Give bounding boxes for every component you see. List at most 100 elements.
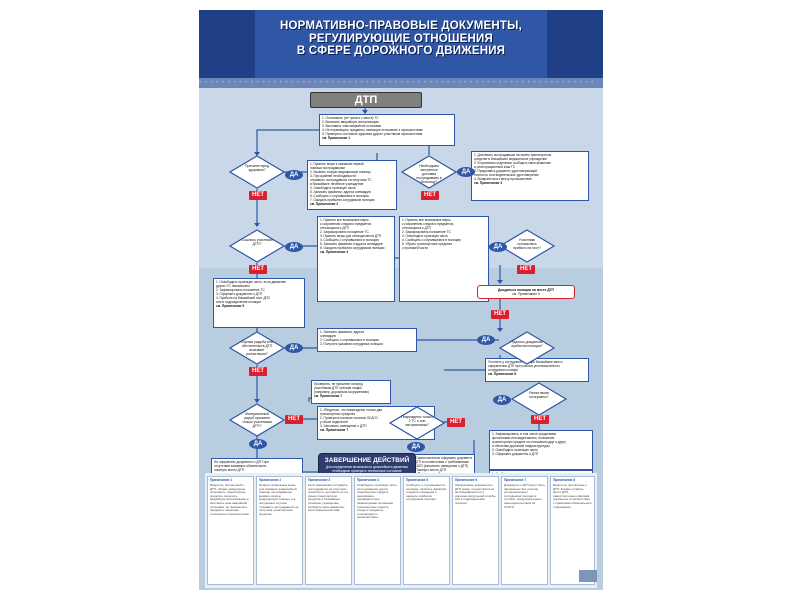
- yes-badge: ДА: [407, 442, 425, 452]
- box-line: относящихся к ДТП: [320, 226, 349, 230]
- box-line: 5. Убрать транспортные средства: [402, 242, 452, 246]
- box-line: (например, дорожным сооружениям): [314, 390, 369, 394]
- box-line: 6. Сообщить о случившемся в полицию: [310, 194, 369, 198]
- box-line: 3. Оформить документы о ДТП: [492, 452, 539, 456]
- note-heading: Примечание 8: [553, 478, 576, 482]
- box-line: и регистрационный знак ТС: [474, 165, 516, 169]
- red-box-await-police: Дождаться полиции на месте ДТП см. Приме…: [477, 285, 575, 299]
- box-line: 3. Принять меры для объезда места ДТП: [320, 234, 382, 238]
- box-line: 5. Проверить состояние здоровья других у…: [322, 132, 423, 136]
- note-text: Водители, причастные к ДТП, вправе остав…: [553, 483, 592, 509]
- stripe-pattern: • • • • • • • • • • • • • • • • • • • • …: [199, 80, 595, 86]
- box-line: 1. Остановить (не трогать с места) ТС: [322, 116, 379, 120]
- box-line: 2. Проверить наличие полисов ОСАГО: [320, 416, 378, 420]
- poster-title: НОРМАТИВНО-ПРАВОВЫЕ ДОКУМЕНТЫ, РЕГУЛИРУЮ…: [279, 20, 522, 57]
- no-badge: НЕТ: [421, 191, 439, 200]
- box-note-ref: см. Примечание 3: [474, 181, 503, 185]
- box-line: 6. Ожидать прибытия сотрудников полиции: [320, 246, 385, 250]
- note-text: Принять возможные меры для оказания довр…: [259, 483, 299, 516]
- yes-badge: ДА: [489, 242, 507, 252]
- no-badge: НЕТ: [531, 415, 549, 424]
- decision-text: Повреждены только 2 ТС и они застрахован…: [401, 415, 433, 427]
- box-line: ОСАГО (заполнить извещение о ДТП): [412, 464, 469, 468]
- note-text: Документы о ДТП могут быть оформлены без…: [504, 483, 545, 509]
- box-line: 4. Освободить проезжую часть: [310, 186, 356, 190]
- no-badge: НЕТ: [249, 367, 267, 376]
- end-box-title: ЗАВЕРШЕНИЕ ДЕЙСТВИЙ: [324, 457, 410, 464]
- no-badge: НЕТ: [285, 415, 303, 424]
- box-line: 3. Освободить проезжую часть: [402, 234, 448, 238]
- box-line: и объектам дорожной инфраструктуры: [492, 444, 550, 448]
- box-line: 3. Получить указания сотрудника полиции: [320, 342, 383, 346]
- decision-police-arrived: Удалось дождаться прибытия полиции?: [499, 331, 555, 365]
- flow-box-first-aid: 1. Принять меры к оказанию первой помощи…: [307, 160, 397, 210]
- box-line: 1. Самостоятельно оформить документы: [412, 456, 472, 460]
- box-line: 1. Доставить пострадавших на своем транс…: [474, 153, 552, 157]
- note-heading: Примечание 4: [357, 478, 380, 482]
- flow-box-record-witnesses: 1. Записать фамилии, адреса очевидцев 2.…: [317, 328, 417, 352]
- decision-damage-dispute: Оценка ущерба или обстоятельств ДТП вызы…: [229, 331, 285, 365]
- decorative-stripe: [199, 78, 603, 88]
- box-line: 1. Записать фамилии, адреса: [320, 330, 365, 334]
- no-badge: НЕТ: [249, 191, 267, 200]
- box-line: 4. Прибыть на ближайший пост ДПС: [216, 296, 271, 300]
- box-line: 1. Зафиксировать, в том числе средствами: [492, 432, 557, 436]
- red-box-ref: см. Примечание 5: [512, 292, 540, 296]
- note-heading: Примечание 1: [210, 478, 233, 482]
- box-line: 3. Оформить документы о ДТП: [216, 292, 263, 296]
- box-line: 5. Записать фамилии и адреса очевидцев: [320, 242, 383, 246]
- flow-box-clear-road: 1. Принять все возможные меры к сохранен…: [399, 216, 489, 302]
- box-line: покинуть место ДТП: [214, 468, 245, 472]
- box-line: 3. При крайней необходимости: [310, 174, 356, 178]
- note-heading: Примечание 2: [259, 478, 282, 482]
- flow-box-free-roadway: 1. Освободить проезжую часть, если движе…: [213, 278, 305, 328]
- publisher-logo: [579, 570, 597, 582]
- box-line: или в подразделение полиции: [216, 300, 261, 304]
- decision-text: Причинен вред здоровью?: [245, 164, 269, 172]
- box-note-ref: см. Примечание 2: [310, 202, 339, 206]
- box-line: 1. Освободить проезжую часть, если движе…: [216, 280, 287, 284]
- box-line: 2. Покинуть место ДТП: [412, 468, 447, 472]
- note-column: Примечание 4 Освободить проезжую часть, …: [354, 476, 401, 585]
- note-column: Примечание 6 Оформление документов о ДТП…: [452, 476, 499, 585]
- start-node-dtp: ДТП: [310, 92, 422, 108]
- box-line: 3. Выставить знак аварийной остановки: [322, 124, 382, 128]
- box-line: к сохранению следов и предметов,: [402, 222, 454, 226]
- note-text: Оформление документов о ДТП может осущес…: [455, 483, 496, 505]
- box-line: средстве в ближайшее медицинское учрежде…: [474, 157, 548, 161]
- box-note-ref: см. Примечание 5: [216, 304, 245, 308]
- yes-badge: ДА: [477, 335, 495, 345]
- box-line: сотрудника полиции: [488, 368, 518, 372]
- note-column: Примечание 7 Документы о ДТП могут быть …: [501, 476, 548, 585]
- flow-box-third-party-check: Проверить, не причинен ли вред участника…: [311, 380, 391, 404]
- poster: НОРМАТИВНО-ПРАВОВЫЕ ДОКУМЕНТЫ, РЕГУЛИРУЮ…: [199, 10, 603, 590]
- box-line: 2. Сообщить о случившемся в полицию: [320, 338, 379, 342]
- note-column: Примечание 3 Если невозможно отправить п…: [305, 476, 352, 585]
- header-band: [199, 10, 603, 78]
- box-line: 2. Зафиксировать положение ТС: [216, 288, 265, 292]
- no-badge: НЕТ: [249, 265, 267, 274]
- note-text: Водитель, причастный к ДТП, обязан немед…: [210, 483, 250, 516]
- decision-text: Необходимо экстренное доставка пострадав…: [416, 164, 442, 184]
- box-line: 1. Принять меры к оказанию первой: [310, 162, 364, 166]
- yes-badge: ДА: [285, 343, 303, 353]
- note-heading: Примечание 7: [504, 478, 527, 482]
- box-note-ref: см. Примечание 6: [488, 372, 517, 376]
- decision-urgent-delivery: Необходимо экстренное доставка пострадав…: [401, 155, 457, 189]
- note-text: Если невозможно отправить пострадавших н…: [308, 483, 348, 513]
- flow-box-deliver-victims: 1. Доставить пострадавших на своем транс…: [471, 151, 589, 201]
- header-right-panel: [547, 10, 603, 78]
- box-line: 2. Зафиксировать положение ТС: [320, 230, 369, 234]
- box-line: у обоих водителей: [320, 420, 348, 424]
- flow-box-preserve-traces: 1. Принять все возможные меры к сохранен…: [317, 216, 395, 302]
- box-line: 2. Освободить проезжую часть: [492, 448, 538, 452]
- box-line: помощи пострадавшим: [310, 166, 345, 170]
- box-line: отправить пострадавших на попутном ТС: [310, 178, 372, 182]
- box-line: личность, или водительское удостоверение: [474, 173, 539, 177]
- header-left-panel: [199, 10, 255, 78]
- box-line: Не оформлять документы о ДТП при: [214, 460, 269, 464]
- decision-text: Удалось дождаться прибытия полиции?: [511, 340, 543, 348]
- box-line: 2. Вызвать скорую медицинскую помощь: [310, 170, 371, 174]
- decision-two-vehicles: Повреждены только 2 ТС и они застрахован…: [389, 406, 445, 440]
- decision-arrive-post: Участники согласились прибыть на пост?: [499, 229, 555, 263]
